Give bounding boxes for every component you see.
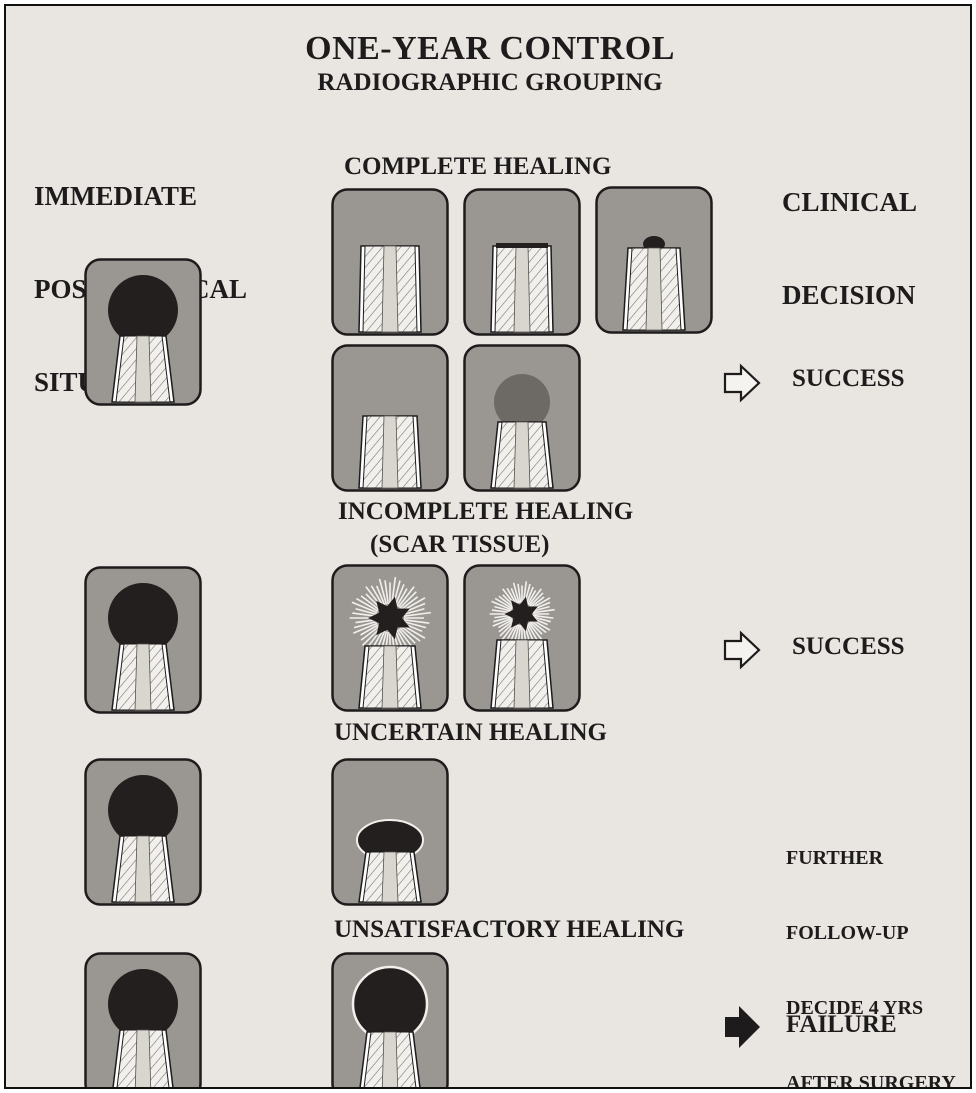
tile-incomplete-2	[463, 564, 581, 712]
lesion-line	[496, 243, 548, 248]
group-label-uncertain: UNCERTAIN HEALING	[334, 720, 607, 745]
solid-arrow-icon	[722, 1004, 762, 1050]
tile-complete-3	[595, 186, 713, 334]
tile-postsurgical-4	[84, 952, 202, 1089]
decision-line: FURTHER	[786, 846, 956, 871]
tile-uncertain-1	[331, 758, 449, 906]
root-canal	[646, 248, 662, 330]
decision-success-1: SUCCESS	[792, 366, 905, 391]
root-canal	[514, 640, 530, 708]
root-canal	[382, 246, 398, 332]
right-column-heading: CLINICAL DECISION	[782, 125, 917, 373]
tile-complete-4	[331, 344, 449, 492]
tile-complete-5	[463, 344, 581, 492]
lesion-dark	[108, 583, 178, 653]
tile-unsatisfactory-1	[331, 952, 449, 1089]
root-canal	[135, 836, 151, 902]
group-label-complete: COMPLETE HEALING	[344, 154, 611, 179]
diagram-title: ONE-YEAR CONTROL	[6, 32, 972, 66]
decision-failure: FAILURE	[786, 1012, 897, 1037]
decision-line: AFTER SURGERY	[786, 1071, 956, 1089]
decision-further-follow-up: FURTHER FOLLOW-UP DECIDE 4 YRS AFTER SUR…	[786, 796, 956, 1089]
tile-postsurgical-1	[84, 258, 202, 406]
right-heading-line: DECISION	[782, 280, 917, 311]
outline-arrow-icon	[722, 363, 762, 403]
diagram-page: ONE-YEAR CONTROL RADIOGRAPHIC GROUPING I…	[4, 4, 972, 1089]
root-canal	[135, 1030, 151, 1089]
root-canal	[514, 422, 530, 488]
root-canal	[382, 416, 398, 488]
outline-arrow-icon	[722, 630, 762, 670]
root-canal	[382, 852, 398, 902]
tile-complete-1	[331, 188, 449, 336]
left-heading-line: IMMEDIATE	[34, 181, 247, 212]
root-canal	[135, 644, 151, 710]
decision-success-2: SUCCESS	[792, 634, 905, 659]
lesion-dark	[108, 275, 178, 345]
root-canal	[382, 646, 398, 708]
root-canal	[135, 336, 151, 402]
lesion-dark	[108, 775, 178, 845]
root-canal	[514, 246, 530, 332]
tile-postsurgical-2	[84, 566, 202, 714]
group-label-unsatisfactory: UNSATISFACTORY HEALING	[334, 917, 684, 942]
root-canal	[382, 1032, 398, 1089]
lesion-dark	[108, 969, 178, 1039]
tile-postsurgical-3	[84, 758, 202, 906]
group-label-incomplete-sub: (SCAR TISSUE)	[370, 532, 549, 557]
group-label-incomplete: INCOMPLETE HEALING	[338, 499, 633, 524]
diagram-subtitle: RADIOGRAPHIC GROUPING	[6, 70, 972, 95]
right-heading-line: CLINICAL	[782, 187, 917, 218]
lesion-dark	[353, 967, 427, 1041]
tile-complete-2	[463, 188, 581, 336]
tile-incomplete-1	[331, 564, 449, 712]
decision-line: FOLLOW-UP	[786, 921, 956, 946]
